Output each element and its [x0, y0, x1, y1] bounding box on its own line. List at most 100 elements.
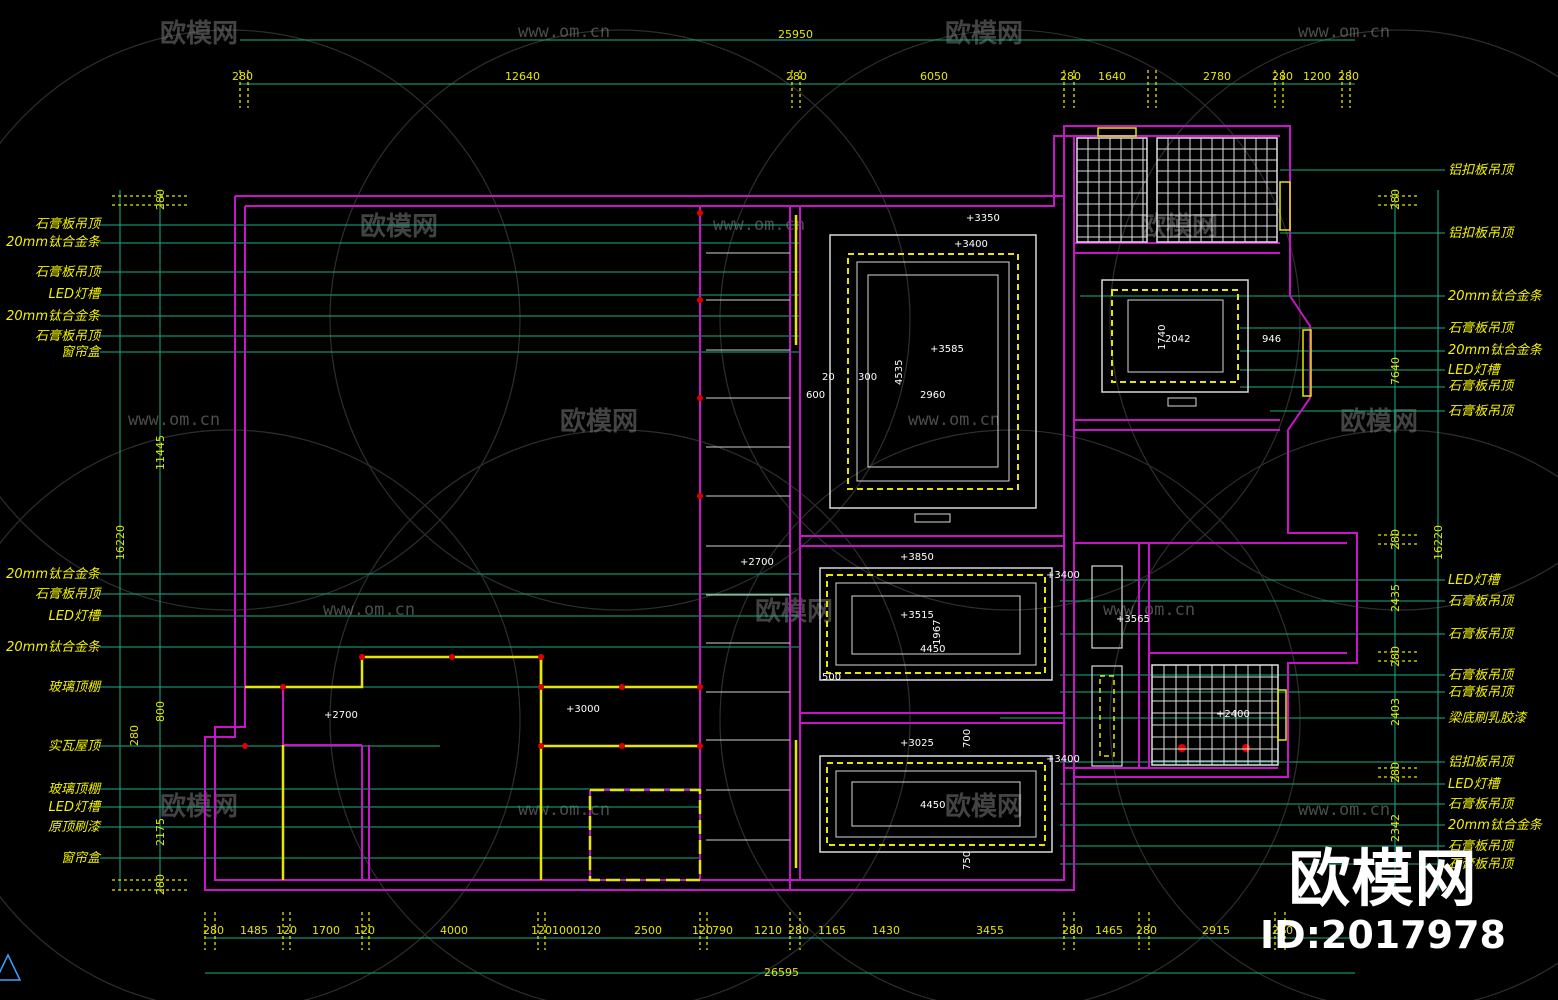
- ceiling-note-label: 石膏板吊顶: [1448, 626, 1516, 642]
- ceiling-note-label: 窗帘盒: [61, 851, 102, 866]
- dim-label: 280: [1338, 70, 1359, 83]
- watermark-url: www.om.cn: [128, 410, 220, 430]
- room-dimension: 1967: [932, 620, 943, 645]
- elevation-mark: +3350: [966, 213, 1000, 224]
- ceiling-note-label: 石膏板吊顶: [1448, 838, 1516, 854]
- north-arrow-icon: [0, 953, 22, 981]
- ceiling-note-label: 石膏板吊顶: [35, 216, 103, 232]
- dim-label: 1000: [552, 924, 580, 937]
- ceiling-note-label: 石膏板吊顶: [1448, 856, 1516, 872]
- ceiling-note-label: 石膏板吊顶: [35, 264, 103, 280]
- ceiling-note-label: 窗帘盒: [61, 345, 102, 360]
- elevation-mark: +3400: [1046, 570, 1080, 581]
- ceiling-note-label: 20mm钛合金条: [1448, 288, 1543, 304]
- room4-ceiling: [819, 755, 1053, 853]
- ceiling-note-label: 20mm钛合金条: [6, 234, 101, 250]
- dim-label: 800: [154, 701, 167, 722]
- room2-ceiling: [1101, 279, 1249, 407]
- dim-label: 280: [232, 70, 253, 83]
- elevation-mark: +3000: [566, 704, 600, 715]
- dimension-lines: [119, 39, 1439, 974]
- dim-label: 2915: [1202, 924, 1230, 937]
- watermark-url: www.om.cn: [1298, 800, 1390, 820]
- corridor-ceiling: [1091, 565, 1123, 767]
- dim-label: 280: [154, 874, 167, 895]
- elevation-mark: +3515: [900, 610, 934, 621]
- dim-label: 1465: [1095, 924, 1123, 937]
- dim-label: 280: [1389, 646, 1402, 667]
- ceiling-note-label: 玻璃顶棚: [48, 782, 102, 797]
- ceiling-note-label: 20mm钛合金条: [1448, 342, 1543, 358]
- watermark-url: www.om.cn: [518, 22, 610, 42]
- dim-label: 280: [1060, 70, 1081, 83]
- brand-title: 欧模网: [1288, 842, 1478, 915]
- vent-strips: [1097, 127, 1312, 741]
- dim-label: 280: [1062, 924, 1083, 937]
- dim-label: 2175: [154, 818, 167, 846]
- ceiling-note-label: 20mm钛合金条: [1448, 817, 1543, 833]
- ceiling-note-label: 石膏板吊顶: [1448, 667, 1516, 683]
- dim-label: 120: [354, 924, 375, 937]
- ceiling-note-label: LED灯槽: [49, 287, 102, 302]
- dim-label: 4000: [440, 924, 468, 937]
- room-dimension: 4450: [920, 800, 945, 811]
- dim-label: 280: [1389, 762, 1402, 783]
- dim-label: 1700: [312, 924, 340, 937]
- top-dimension-text: 25950 280 12640 280 6050 280 1640 2780 2…: [232, 28, 1359, 83]
- ceiling-note-label: 原顶刷漆: [48, 820, 102, 835]
- room-dimension: 600: [806, 390, 825, 401]
- watermark-brand: 欧模网: [755, 596, 833, 627]
- stair-treads: [706, 252, 790, 841]
- watermark-texts: 欧模网 欧模网 欧模网 欧模网 欧模网 欧模网 欧模网 欧模网 欧模网 www.…: [128, 18, 1418, 822]
- room1-ceiling: [829, 234, 1037, 523]
- site-branding: 欧模网 ID:2017978: [1260, 842, 1506, 957]
- walls: [204, 125, 1358, 891]
- dim-label: 1640: [1098, 70, 1126, 83]
- room-dimension: 700: [962, 729, 973, 748]
- watermark-url: www.om.cn: [323, 600, 415, 620]
- dim-label: 2403: [1389, 698, 1402, 726]
- ceiling-note-label: LED灯槽: [1448, 777, 1501, 792]
- elevation-mark: +3850: [900, 552, 934, 563]
- dim-label: 280: [203, 924, 224, 937]
- dim-label: 2500: [634, 924, 662, 937]
- ceiling-note-label: 铝扣板吊顶: [1448, 163, 1516, 178]
- ceiling-note-label: LED灯槽: [1448, 363, 1501, 378]
- elevation-mark: +2400: [1216, 709, 1250, 720]
- dim-overall-left: 16220: [114, 525, 127, 560]
- room-dimension: 2042: [1165, 334, 1190, 345]
- room-dimension: 750: [962, 851, 973, 870]
- dim-label: 280: [1389, 529, 1402, 550]
- room-dimension: 500: [822, 672, 841, 683]
- dim-label: 120: [580, 924, 601, 937]
- dim-label: 280: [786, 70, 807, 83]
- dim-label: 2435: [1389, 584, 1402, 612]
- ceiling-note-label: 20mm钛合金条: [6, 566, 101, 582]
- room-dimension: 4535: [894, 360, 905, 385]
- ceiling-note-label: 实瓦屋顶: [48, 738, 103, 754]
- dim-label: 3455: [976, 924, 1004, 937]
- dim-label: 120: [531, 924, 552, 937]
- elevation-mark: +3025: [900, 738, 934, 749]
- elevation-mark: +3585: [930, 344, 964, 355]
- ceiling-note-label: 石膏板吊顶: [35, 328, 103, 344]
- watermark-url: www.om.cn: [1298, 22, 1390, 42]
- dim-label: 1485: [240, 924, 268, 937]
- dim-label: 280: [1272, 70, 1293, 83]
- room-annotations: +3350 +3400 +3585 2960 4535 2042 946 174…: [324, 213, 1281, 870]
- glass-roof-beams: [245, 215, 798, 882]
- dimension-ticks: [112, 70, 1420, 950]
- ceiling-note-label: 石膏板吊顶: [1448, 403, 1516, 419]
- dim-label: 12640: [505, 70, 540, 83]
- elevation-mark: +2700: [740, 557, 774, 568]
- room-dimension: 1740: [1157, 325, 1168, 350]
- dim-label: 280: [128, 725, 141, 746]
- elevation-mark: +3400: [1046, 754, 1080, 765]
- dim-label: 280: [1389, 189, 1402, 210]
- dim-label: 1210: [754, 924, 782, 937]
- model-id: ID:2017978: [1260, 913, 1506, 957]
- ceiling-note-label: 20mm钛合金条: [6, 639, 101, 655]
- watermark-brand: 欧模网: [945, 791, 1023, 822]
- ceiling-note-label: 20mm钛合金条: [6, 308, 101, 324]
